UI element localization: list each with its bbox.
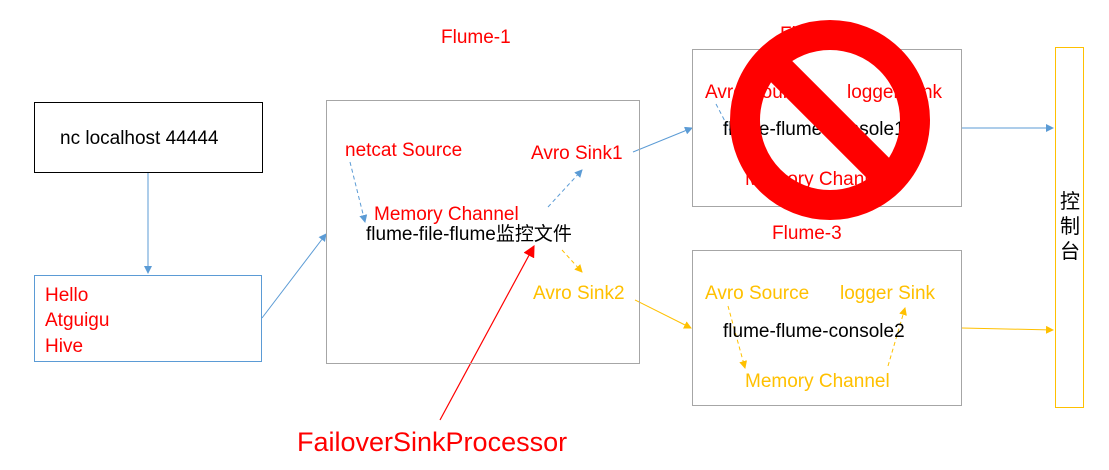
input-line: Hello (45, 285, 89, 306)
flume1-box (326, 100, 640, 364)
dashed-channel-to-sink1 (547, 169, 583, 208)
flume3-label: Flume-3 (772, 223, 842, 244)
input-box (34, 275, 262, 362)
console-box (1055, 47, 1084, 408)
flume1-sink1: Avro Sink1 (531, 143, 623, 164)
nc-box (34, 102, 263, 173)
flume3-sink: logger Sink (840, 283, 936, 304)
processor-label: FailoverSinkProcessor (297, 427, 568, 457)
dashed-source-to-channel (349, 161, 368, 223)
arrow-input-to-flume1 (261, 233, 327, 319)
dashed-f3-channel-to-sink (887, 307, 907, 367)
flume1-channel: Memory Channel (374, 204, 519, 225)
flume3-box (692, 250, 962, 406)
flume1-label: Flume-1 (441, 27, 511, 48)
flume1-name: flume-file-flume监控文件 (366, 224, 572, 245)
dashed-f3-source-to-channel (727, 305, 748, 369)
flume3-channel: Memory Channel (745, 371, 890, 392)
flume1-source: netcat Source (345, 140, 463, 161)
arrow-sink1-to-flume2 (632, 126, 693, 153)
input-line: Hive (45, 336, 84, 357)
arrow-processor (439, 244, 535, 421)
arrow-flume3-to-console (961, 325, 1054, 334)
flume3-name: flume-flume-console2 (723, 321, 905, 342)
console-label: 控制台 (1060, 191, 1080, 263)
flume3-source: Avro Source (705, 283, 810, 304)
flume1-sink2: Avro Sink2 (533, 283, 625, 304)
arrow-sink2-to-flume3 (634, 299, 692, 329)
input-line: Atguigu (45, 310, 110, 331)
dashed-channel-to-sink2 (561, 249, 583, 273)
nc-command: nc localhost 44444 (60, 128, 219, 149)
